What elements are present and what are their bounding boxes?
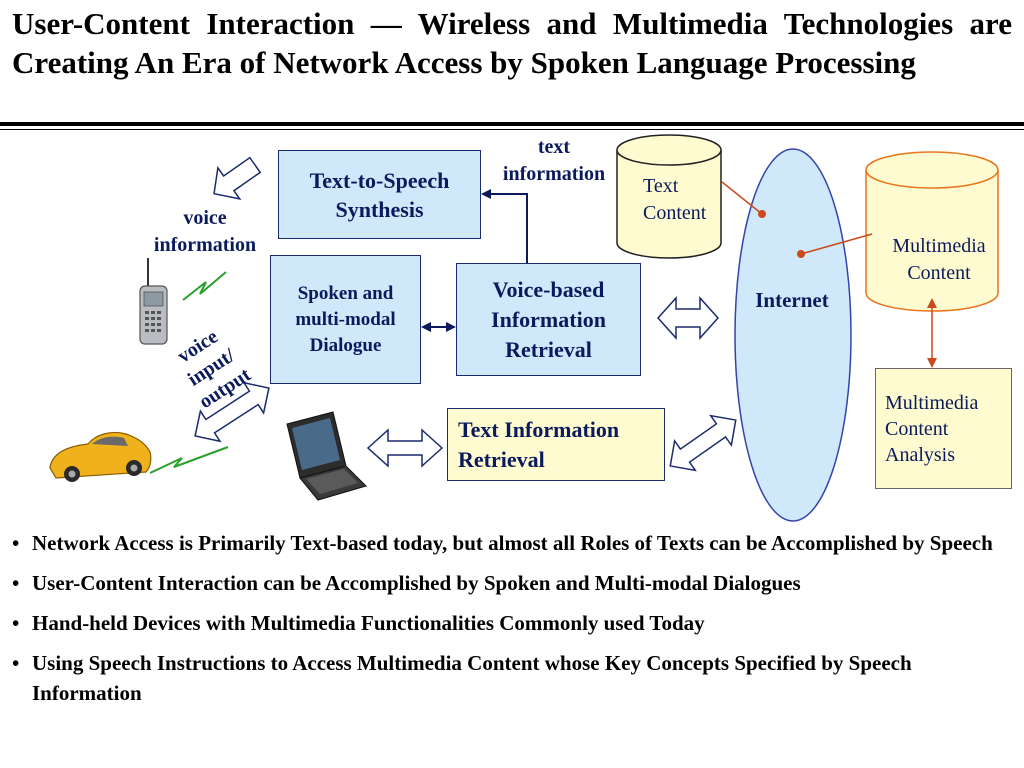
voice-retrieval-box: Voice-based Information Retrieval xyxy=(456,263,641,376)
internet-label: Internet xyxy=(755,288,829,312)
text-content-label: Text Content xyxy=(643,175,707,224)
bullet-item: Network Access is Primarily Text-based t… xyxy=(10,528,1010,558)
laptop-tir-block-arrow xyxy=(366,428,444,468)
mobile-phone-icon xyxy=(139,258,168,345)
bullet-item: Hand-held Devices with Multimedia Functi… xyxy=(10,608,1010,638)
lightning-icon xyxy=(149,446,229,474)
text-content-link-dot xyxy=(758,210,766,218)
multimedia-content-label: Multimedia Content xyxy=(892,235,986,284)
text-to-speech-box: Text-to-Speech Synthesis xyxy=(278,150,481,239)
vir-to-tts-arrow xyxy=(481,189,528,263)
multimedia-analysis-box: Multimedia Content Analysis xyxy=(875,368,1012,489)
slide-title: User-Content Interaction — Wireless and … xyxy=(12,6,1012,80)
laptop-icon xyxy=(286,411,367,501)
lightning-icon xyxy=(182,271,227,301)
voice-info-block-arrow xyxy=(213,156,262,201)
vir-internet-block-arrow xyxy=(656,296,720,340)
car-icon xyxy=(49,431,152,482)
bullet-item: User-Content Interaction can be Accompli… xyxy=(10,568,1010,598)
multimedia-content-cylinder xyxy=(865,151,999,312)
spoken-dialogue-box: Spoken and multi-modal Dialogue xyxy=(270,255,421,384)
text-information-label: text information xyxy=(502,136,606,185)
title-rule-thick xyxy=(0,122,1024,126)
tir-internet-block-arrow xyxy=(669,414,737,472)
bullet-list: Network Access is Primarily Text-based t… xyxy=(10,528,1010,718)
text-content-link xyxy=(721,181,763,215)
internet-ellipse xyxy=(734,148,852,522)
text-content-cylinder xyxy=(616,134,722,259)
title-rule-thin xyxy=(0,129,1024,130)
text-retrieval-box: Text Information Retrieval xyxy=(447,408,665,481)
bullet-item: Using Speech Instructions to Access Mult… xyxy=(10,648,1010,708)
voice-information-label: voice information xyxy=(153,207,257,256)
mm-content-link-dot xyxy=(797,250,805,258)
mm-content-link xyxy=(800,233,873,255)
voice-io-block-arrow xyxy=(194,381,270,443)
